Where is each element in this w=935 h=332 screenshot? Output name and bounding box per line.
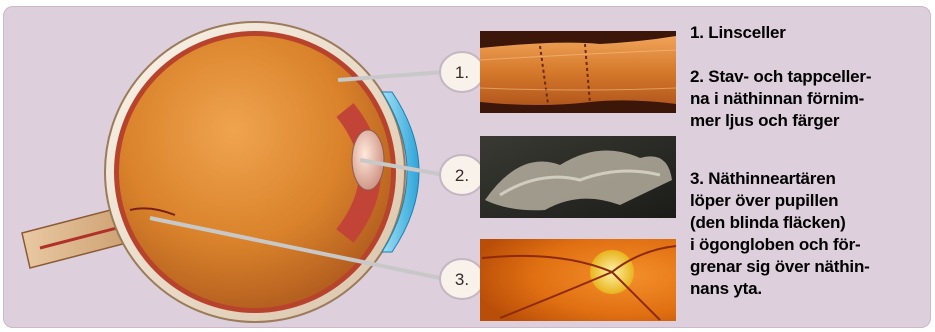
marker-label-2: 2.: [455, 166, 469, 185]
eyeball: [119, 36, 391, 308]
marker-3: 3.: [440, 259, 484, 299]
photo-frame: [480, 239, 676, 321]
caption-lens-cells: 1. Linsceller: [690, 22, 930, 44]
caption-line: nans yta.: [690, 278, 930, 300]
eye-cross-section-illustration: [22, 22, 419, 322]
lens-cell-micrograph: [480, 31, 676, 113]
photoreceptor-micrograph: [480, 136, 676, 218]
caption-line: (den blinda fläcken): [690, 212, 930, 234]
lens-cell-strip: [480, 36, 676, 105]
caption-line: löper över pupillen: [690, 190, 930, 212]
caption-photoreceptors: 2. Stav- och tappceller- na i näthinnan …: [690, 66, 930, 132]
caption-line: 1. Linsceller: [690, 22, 930, 44]
caption-line: 3. Näthinneartären: [690, 168, 930, 190]
marker-2: 2.: [440, 155, 484, 195]
caption-line: mer ljus och färger: [690, 110, 930, 132]
marker-label-1: 1.: [455, 63, 469, 82]
caption-line: na i näthinnan förnim-: [690, 88, 930, 110]
marker-1: 1.: [440, 52, 484, 92]
caption-line: 2. Stav- och tappceller-: [690, 66, 930, 88]
caption-line: grenar sig över näthin-: [690, 256, 930, 278]
caption-retinal-artery: 3. Näthinneartären löper över pupillen (…: [690, 168, 930, 300]
retina-fundus-photo: [480, 239, 676, 321]
marker-label-3: 3.: [455, 270, 469, 289]
caption-line: i ögongloben och för-: [690, 234, 930, 256]
